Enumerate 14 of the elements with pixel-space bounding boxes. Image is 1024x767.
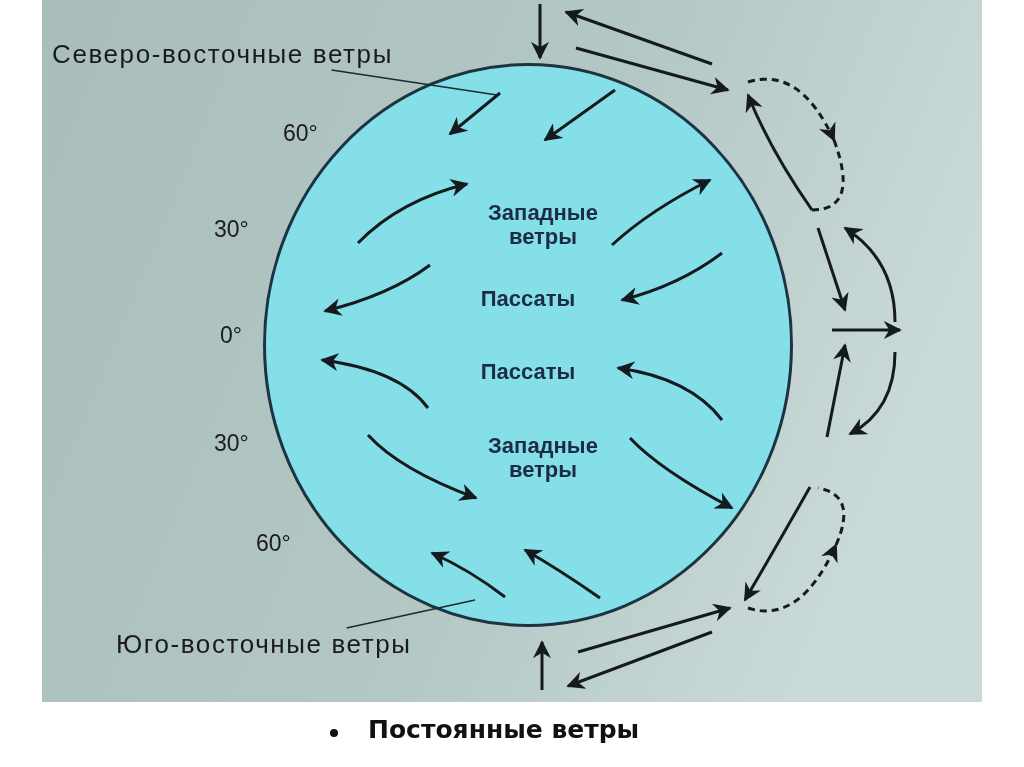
latitude-label: 0° bbox=[220, 322, 242, 349]
latitude-label: 30° bbox=[214, 216, 249, 243]
leader-line bbox=[345, 599, 476, 629]
latitude-label: 60° bbox=[256, 530, 291, 557]
wind-zone-label: Пассаты bbox=[479, 360, 577, 384]
leader-line bbox=[330, 69, 498, 96]
latitude-label: 60° bbox=[283, 120, 318, 147]
wind-label: Юго-восточные ветры bbox=[116, 628, 412, 660]
wind-label: Северо-восточные ветры bbox=[52, 38, 393, 70]
wind-zone-label: Пассаты bbox=[479, 287, 577, 311]
wind-zone-label: Западные ветры bbox=[487, 201, 599, 249]
wind-zone-label: Западные ветры bbox=[487, 434, 599, 482]
latitude-label: 30° bbox=[214, 430, 249, 457]
caption: Постоянные ветры bbox=[368, 715, 640, 744]
